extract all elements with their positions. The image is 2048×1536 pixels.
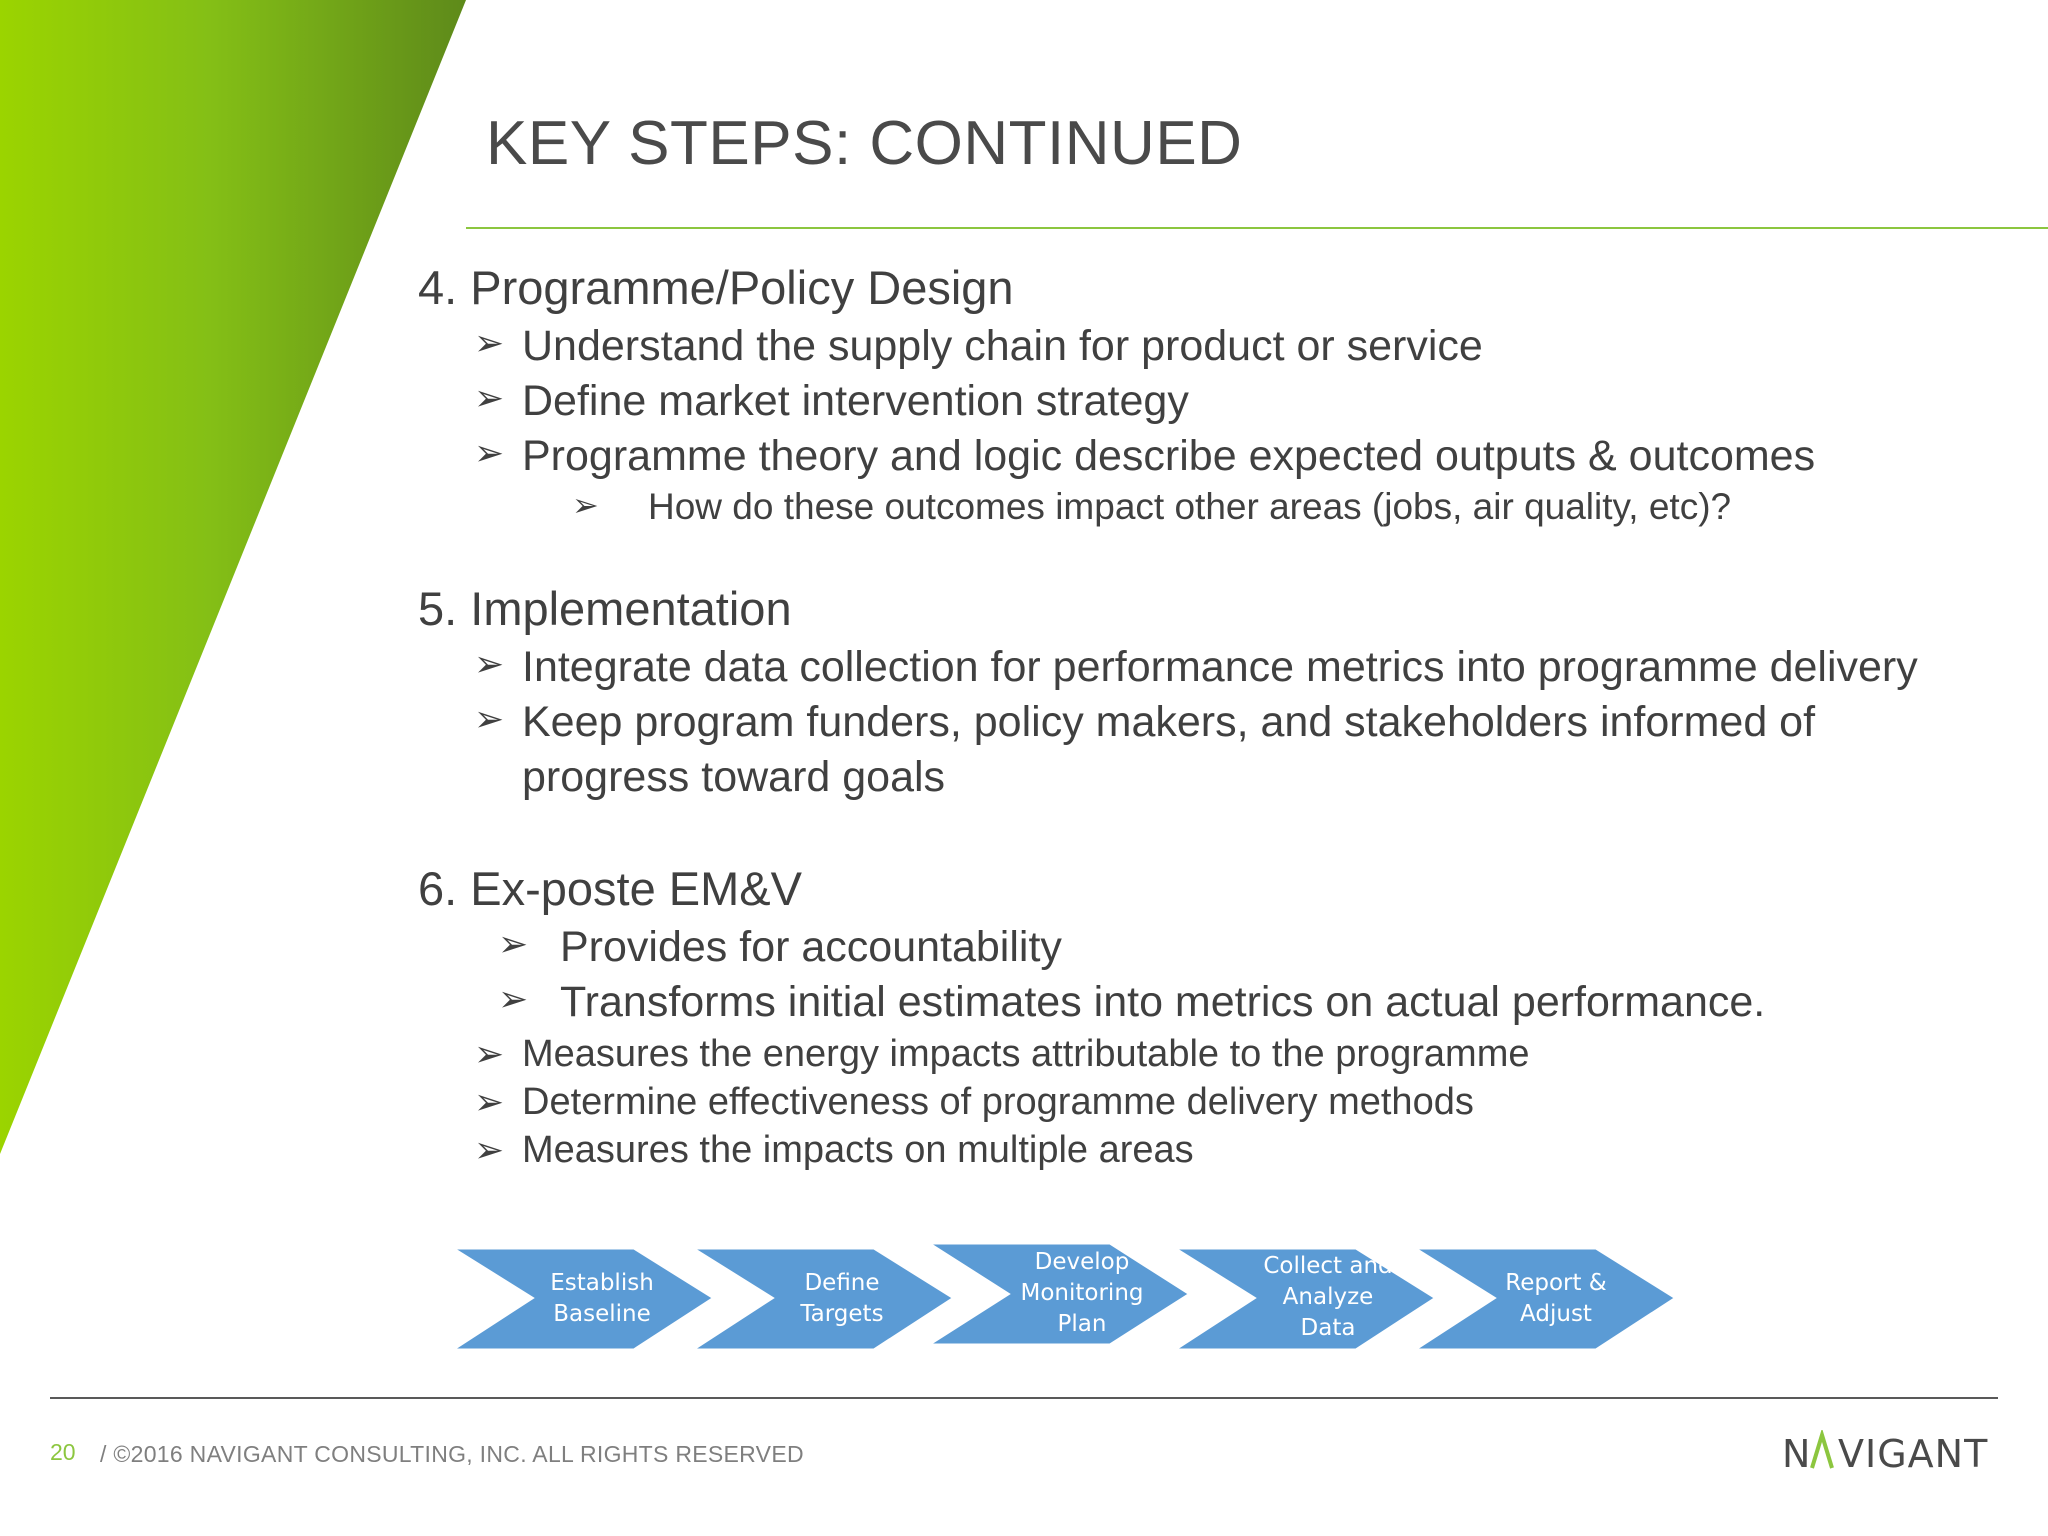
svg-text:VIGANT: VIGANT: [1838, 1432, 1988, 1474]
footer-divider: [50, 1397, 1998, 1399]
process-step-develop-monitoring-plan: Develop Monitoring Plan: [1020, 1249, 1144, 1337]
section-heading-programme-design: 4. Programme/Policy Design: [418, 261, 1014, 314]
arrow-bullet-icon: ➢: [474, 1033, 505, 1074]
arrow-bullet-icon: ➢: [474, 322, 505, 363]
slide-title: KEY STEPS: CONTINUED: [486, 109, 1243, 178]
section-heading-implementation: 5. Implementation: [418, 582, 792, 635]
page-number: 20: [50, 1439, 76, 1465]
arrow-bullet-icon: ➢: [498, 923, 529, 964]
arrow-bullet-icon: ➢: [474, 377, 505, 418]
section-heading-ex-poste-emv: 6. Ex-poste EM&V: [418, 862, 802, 915]
arrow-bullet-icon: ➢: [474, 643, 505, 684]
bullet-continuation: progress toward goals: [522, 753, 946, 801]
arrow-bullet-icon: ➢: [474, 1081, 505, 1122]
chevron-shape: [450, 1246, 717, 1352]
process-step-define-targets: Define Targets: [800, 1270, 884, 1327]
chevron-shape: [922, 1241, 1193, 1347]
chevron-shape: [686, 1246, 957, 1352]
title-divider: [466, 227, 2048, 229]
decorative-green-band: [0, 0, 466, 1154]
process-step-collect-analyze-data: Collect and Analyze Data: [1263, 1253, 1393, 1341]
process-flow-chevrons: [450, 1241, 1679, 1352]
process-step-establish-baseline: Establish Baseline: [550, 1270, 654, 1327]
process-flow: Establish Baseline Define Targets Develo…: [450, 1238, 1680, 1358]
arrow-bullet-icon: ➢: [474, 698, 505, 739]
chevron-shape: [1168, 1246, 1439, 1352]
navigant-logo: N VIGANT: [1782, 1430, 1988, 1474]
arrow-bullet-icon: ➢: [474, 1129, 505, 1170]
process-step-report-adjust: Report & Adjust: [1505, 1270, 1607, 1327]
chevron-shape: [1408, 1246, 1679, 1352]
arrow-bullet-icon: ➢: [498, 978, 529, 1019]
arrow-bullet-icon: ➢: [572, 487, 599, 523]
copyright-notice: / ©2016 NAVIGANT CONSULTING, INC. ALL RI…: [100, 1441, 804, 1467]
arrow-bullet-icon: ➢: [474, 432, 505, 473]
svg-text:N: N: [1782, 1432, 1811, 1474]
